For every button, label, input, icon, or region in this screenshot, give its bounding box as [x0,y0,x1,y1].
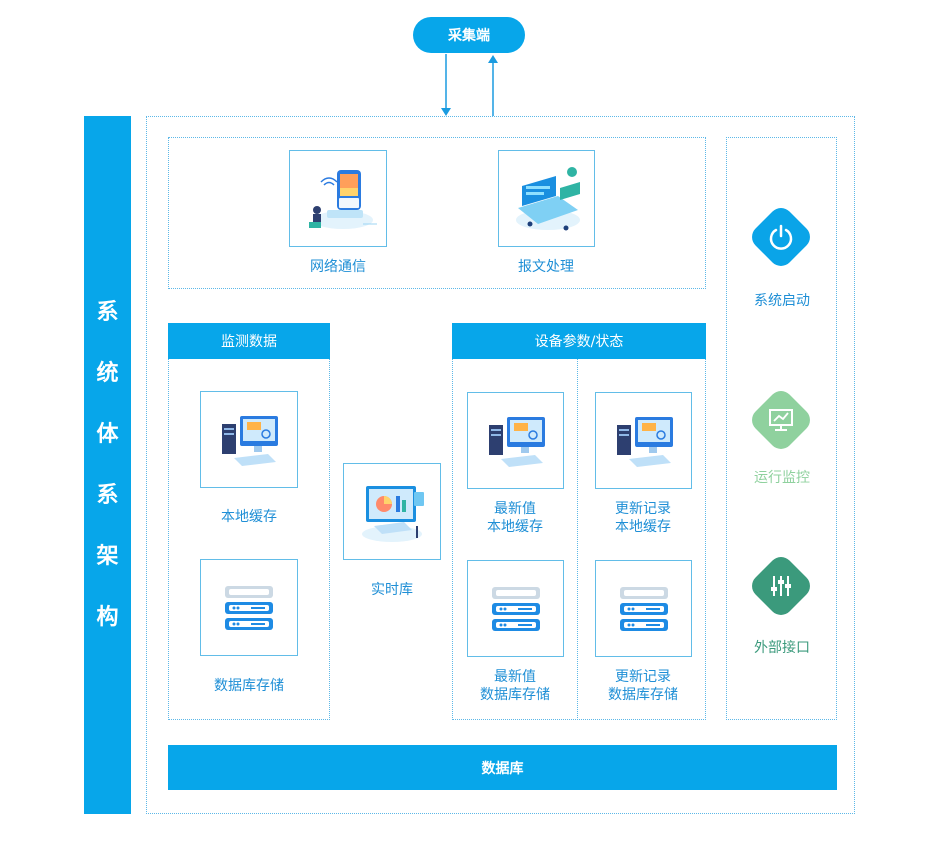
monitor-cache-label: 本地缓存 [221,509,277,525]
title-char: 统 [96,361,119,386]
message-card [498,150,595,247]
network-label: 网络通信 [310,259,366,275]
architecture-title-bar: 系 统 体 系 架 构 [84,116,131,814]
startup-node [747,203,815,271]
update-cache-label: 更新记录 本地缓存 [615,501,671,535]
update-cache-card [595,392,692,489]
latest-db-card [467,560,564,657]
server-stack-icon [619,586,668,631]
monitoring-label: 运行监控 [754,470,810,486]
title-char: 架 [96,544,119,569]
monitoring-node [747,386,815,454]
network-card [289,150,387,247]
database-label: 数据库 [481,760,524,777]
monitor-cache-card [200,391,298,488]
collector-node: 采集端 [413,17,525,53]
control-panel [726,137,837,720]
startup-label: 系统启动 [754,293,810,309]
power-icon [769,224,793,250]
monitor-header: 监测数据 [168,323,330,359]
computer-icon [616,416,673,467]
monitor-db-card [200,559,298,656]
monitor-db-label: 数据库存储 [214,678,284,694]
device-header: 设备参数/状态 [452,323,706,359]
dashboard-illustration-icon [362,485,424,542]
server-stack-icon [491,586,540,631]
server-stack-icon [225,585,273,630]
realtime-card [343,463,441,560]
device-header-label: 设备参数/状态 [534,334,624,350]
update-db-card [595,560,692,657]
monitor-chart-icon [769,409,793,431]
sliders-icon [771,576,791,596]
realtime-label: 实时库 [371,582,413,598]
computer-icon [488,416,545,467]
title-char: 系 [96,300,119,325]
latest-db-label: 最新值 数据库存储 [480,669,550,703]
latest-cache-card [467,392,564,489]
collector-label: 采集端 [448,28,490,44]
update-db-label: 更新记录 数据库存储 [608,669,678,703]
monitor-header-label: 监测数据 [221,334,277,350]
network-illustration-icon [309,169,377,229]
computer-icon [222,415,278,466]
title-char: 系 [96,483,119,508]
database-bar: 数据库 [168,745,837,790]
system-frame [146,116,855,814]
device-divider [577,358,578,720]
interface-label: 外部接口 [754,640,810,656]
title-char: 构 [96,605,119,630]
message-illustration-icon [515,166,580,230]
connection-arrows [441,54,498,116]
communication-group [168,137,706,289]
interface-node [747,552,815,620]
latest-cache-label: 最新值 本地缓存 [487,501,543,535]
title-char: 体 [96,422,119,447]
message-label: 报文处理 [518,259,574,275]
